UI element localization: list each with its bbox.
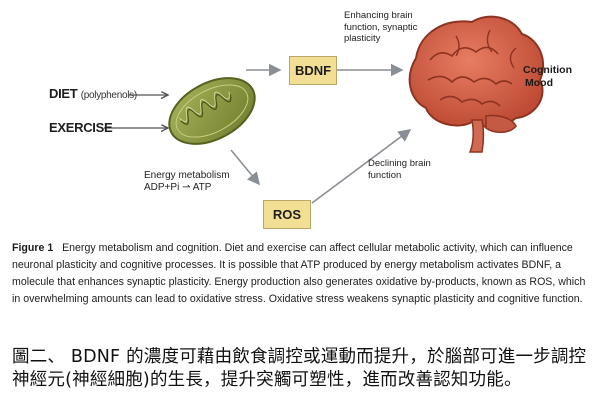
ros-to-brain-arrow: [311, 129, 412, 204]
exercise-label: EXERCISE: [49, 120, 113, 135]
energy-metabolism-label: Energy metabolism ADP+Pi ⇀ ATP: [144, 170, 230, 193]
enhancing-note: Enhancing brain function, synaptic plast…: [344, 10, 418, 44]
figure-caption: Figure 1 Energy metabolism and cognition…: [12, 240, 590, 308]
figure-label: Figure 1: [12, 242, 54, 254]
mito-to-ros-arrow: [230, 149, 261, 186]
brain-label: Cognition Mood: [523, 64, 572, 89]
chinese-caption: 圖二、 BDNF 的濃度可藉由飲食調控或運動而提升，於腦部可進一步調控神經元(神…: [12, 347, 587, 390]
declining-note: Declining brain function: [368, 158, 431, 181]
diet-label: DIET (polyphenols): [49, 86, 137, 101]
diet-note: (polyphenols): [80, 90, 137, 101]
diagram-graphics: [104, 15, 545, 204]
caption-text: Energy metabolism and cognition. Diet an…: [12, 242, 586, 305]
mitochondrion-icon: [168, 77, 256, 145]
bdnf-box: BDNF: [289, 56, 337, 85]
reaction-arrow-icon: ⇀: [182, 181, 191, 193]
brain-icon: [408, 15, 545, 153]
ros-box: ROS: [263, 200, 311, 229]
